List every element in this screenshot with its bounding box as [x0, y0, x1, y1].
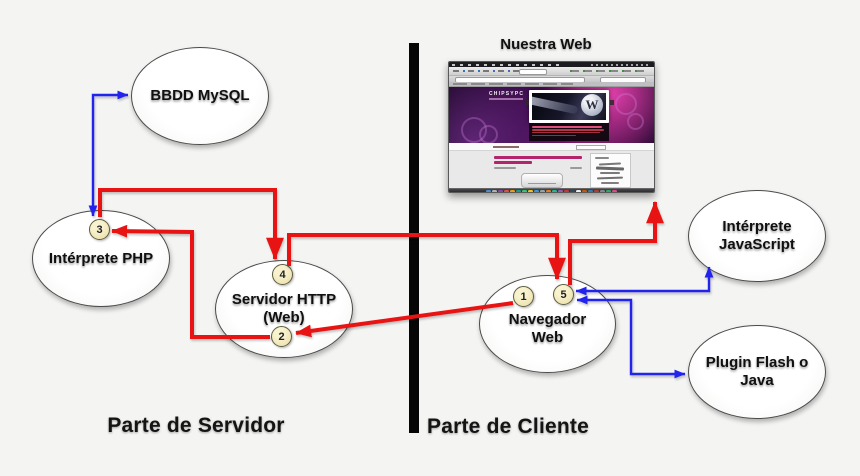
- step-badge-2: 2: [271, 326, 292, 347]
- dock-app-icon: [522, 190, 527, 192]
- nuestra-web-caption: Nuestra Web: [500, 36, 592, 53]
- server-client-divider: [409, 43, 419, 433]
- mac-menubar: [449, 62, 654, 67]
- slider-photo: W: [532, 93, 606, 120]
- site-logo: CHIPSYPC: [489, 91, 525, 97]
- dock-app-icon: [558, 190, 563, 192]
- dock-app-icon: [486, 190, 491, 192]
- arrow-3-php-mysql-bidirectional: [88, 90, 129, 217]
- node-bbdd-mysql: BBDD MySQL: [131, 47, 269, 145]
- dock-icons: [486, 190, 617, 192]
- mac-mini-image: [521, 173, 563, 188]
- date-text-bar: [493, 145, 519, 148]
- node-interprete-javascript: Intérprete JavaScript: [688, 190, 826, 282]
- sidebar-tagcloud: [590, 153, 631, 188]
- post-title-bar: [494, 161, 532, 164]
- node-navegador-web: Navegador Web: [479, 275, 616, 373]
- dock-app-icon: [570, 190, 575, 192]
- post-meta-bar: [494, 167, 516, 169]
- post-meta-strip: [449, 143, 654, 151]
- sidebar-title-bar: [595, 157, 609, 159]
- caption-text-bar: [532, 128, 604, 131]
- dock-app-icon: [612, 190, 617, 192]
- dock-app-icon: [588, 190, 593, 192]
- dock-app-icon: [534, 190, 539, 192]
- read-more-bar: [570, 167, 582, 169]
- caption-text-bar: [532, 126, 602, 128]
- decor-ring: [627, 113, 644, 130]
- client-section-label: Parte de Cliente: [427, 415, 589, 438]
- node-servidor-http-label: Servidor HTTP (Web): [231, 291, 337, 326]
- slider-prev-icon: [525, 100, 529, 105]
- dock-app-icon: [552, 190, 557, 192]
- dock-app-icon: [582, 190, 587, 192]
- dock-app-icon: [504, 190, 509, 192]
- dock-app-icon: [510, 190, 515, 192]
- dock-app-icon: [492, 190, 497, 192]
- tagcloud-bar: [601, 182, 619, 184]
- caption-text-bar: [532, 134, 576, 137]
- dock-app-icon: [576, 190, 581, 192]
- tagcloud-bar: [598, 162, 622, 166]
- browser-tab-bar: [449, 82, 654, 87]
- step-badge-1: 1: [513, 286, 534, 307]
- dock-app-icon: [600, 190, 605, 192]
- dock-app-icon: [528, 190, 533, 192]
- slider-image: W: [529, 90, 609, 123]
- tagcloud-bar: [600, 172, 620, 175]
- caption-text-bar: [532, 131, 600, 134]
- website-header: CHIPSYPC W: [449, 87, 654, 143]
- node-plugin-flash-java: Plugin Flash o Java: [688, 325, 826, 419]
- dock-app-icon: [546, 190, 551, 192]
- decor-ring: [479, 125, 498, 143]
- bookmark-pill: [519, 69, 547, 75]
- search-input-box: [576, 144, 606, 150]
- step-badge-3: 3: [89, 219, 110, 240]
- node-interprete-php-label: Intérprete PHP: [48, 249, 154, 267]
- dock-app-icon: [516, 190, 521, 192]
- browser-screenshot: CHIPSYPC W: [448, 61, 655, 193]
- arrow-5-navegador-to-web: [568, 200, 664, 285]
- node-interprete-javascript-label: Intérprete JavaScript: [719, 218, 795, 253]
- step-badge-5: 5: [553, 284, 574, 305]
- browser-bookmark-bar: [449, 67, 654, 76]
- node-plugin-flash-java-label: Plugin Flash o Java: [705, 354, 809, 389]
- slider-next-icon: [610, 100, 614, 105]
- dock-app-icon: [594, 190, 599, 192]
- slider-caption-band: [529, 123, 609, 141]
- dock-app-icon: [498, 190, 503, 192]
- site-tagline-bar: [489, 98, 523, 100]
- decor-ring: [615, 93, 637, 115]
- tagcloud-bar: [596, 176, 624, 180]
- dock-app-icon: [606, 190, 611, 192]
- node-navegador-web-label: Navegador Web: [508, 311, 587, 346]
- node-bbdd-mysql-label: BBDD MySQL: [150, 87, 250, 104]
- step-badge-4: 4: [272, 264, 293, 285]
- cable-plug-image: [532, 95, 579, 115]
- mac-dock: [449, 188, 654, 192]
- arrow-5-navegador-javascript-bidirectional: [575, 266, 714, 296]
- tagcloud-bar: [595, 166, 625, 171]
- server-section-label: Parte de Servidor: [107, 414, 285, 437]
- dock-app-icon: [564, 190, 569, 192]
- wordpress-logo-icon: W: [581, 94, 603, 116]
- website-content: [449, 151, 654, 188]
- dock-app-icon: [540, 190, 545, 192]
- post-title-bar: [494, 156, 582, 159]
